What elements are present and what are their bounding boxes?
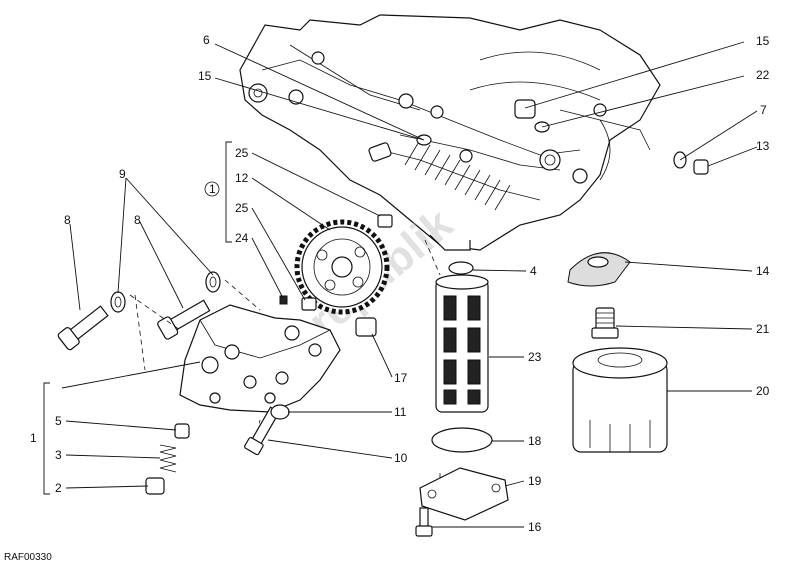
plug-2 xyxy=(145,477,165,495)
callout-25-top: 25 xyxy=(235,146,249,160)
callout-16: 16 xyxy=(528,520,542,534)
spacer-25-bottom xyxy=(301,297,317,311)
valve-plunger-5 xyxy=(174,423,190,439)
callout-6: 6 xyxy=(203,33,210,47)
circled-1-bracket xyxy=(225,141,232,243)
bolt-8-left xyxy=(57,305,109,351)
washer-9-left xyxy=(110,291,126,313)
oil-pump-body xyxy=(179,304,341,413)
callout-23: 23 xyxy=(528,350,542,364)
oil-filter-20 xyxy=(572,347,668,453)
filter-cartridge-23 xyxy=(435,274,489,413)
drawing-code: RAF00330 xyxy=(4,552,52,563)
filter-cover-19 xyxy=(419,467,509,521)
callout-1: 1 xyxy=(30,431,37,445)
callout-19: 19 xyxy=(528,474,542,488)
circled-1-marker xyxy=(204,181,220,197)
callout-22: 22 xyxy=(756,68,770,82)
spring-3 xyxy=(159,444,177,473)
oil-pump-gear xyxy=(294,219,390,315)
callout-21: 21 xyxy=(756,322,770,336)
o-ring-18 xyxy=(431,427,493,453)
bushing xyxy=(355,317,377,337)
callout-15-left: 15 xyxy=(198,69,212,83)
callout-20: 20 xyxy=(756,384,770,398)
nipple-21 xyxy=(591,307,619,339)
callout-12: 12 xyxy=(235,171,249,185)
callout-14: 14 xyxy=(756,264,770,278)
spacer-25-top xyxy=(377,214,393,228)
washer-11 xyxy=(270,404,290,420)
callout-13: 13 xyxy=(756,139,770,153)
callout-7: 7 xyxy=(760,103,767,117)
callout-17: 17 xyxy=(394,371,408,385)
engine-crankcase xyxy=(239,14,661,251)
callout-10: 10 xyxy=(394,451,408,465)
callout-9: 9 xyxy=(119,167,126,181)
callouts: 6 15 15 22 7 13 25 12 25 24 9 8 8 4 14 2… xyxy=(30,33,770,534)
callout-8-left: 8 xyxy=(64,213,71,227)
group-1-bracket xyxy=(43,382,50,495)
plug-13 xyxy=(693,159,709,175)
callout-8-right: 8 xyxy=(134,213,141,227)
callout-15-right: 15 xyxy=(756,34,770,48)
washer-9-right xyxy=(205,271,221,293)
callout-25-bottom: 25 xyxy=(235,201,249,215)
callout-24: 24 xyxy=(235,231,249,245)
key-24 xyxy=(279,295,288,305)
leader-lines xyxy=(61,41,758,528)
circled-1-text: 1 xyxy=(209,182,216,196)
o-ring-4 xyxy=(448,261,474,275)
bolt-8-right xyxy=(157,299,211,340)
callout-4: 4 xyxy=(530,264,537,278)
callout-11: 11 xyxy=(394,405,407,419)
bracket-14 xyxy=(567,252,631,287)
bolt-10 xyxy=(244,406,281,456)
callout-3: 3 xyxy=(55,448,62,462)
callout-18: 18 xyxy=(528,434,542,448)
callout-2: 2 xyxy=(55,481,62,495)
screw-16 xyxy=(415,507,433,537)
callout-5: 5 xyxy=(55,414,62,428)
